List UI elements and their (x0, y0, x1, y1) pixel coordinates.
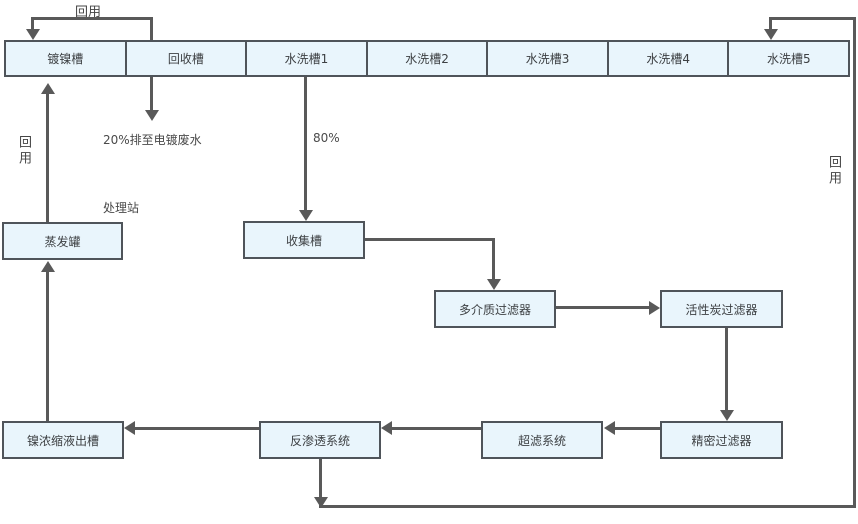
tank-wash-3: 水洗槽3 (486, 40, 609, 77)
tank-recovery: 回收槽 (124, 40, 248, 77)
node-ultrafiltration: 超滤系统 (481, 421, 603, 459)
node-activated-carbon-filter: 活性炭过滤器 (660, 290, 783, 328)
node-collection-tank: 收集槽 (243, 221, 365, 259)
reuse-right-line (853, 17, 856, 508)
tank-row: 镀镍槽 回收槽 水洗槽1 水洗槽2 水洗槽3 水洗槽4 水洗槽5 (4, 40, 851, 77)
node-precision-filter: 精密过滤器 (660, 421, 783, 459)
arrow-into-plating-bottom-icon (41, 83, 55, 94)
collection-to-multimedia-arrow-icon (487, 279, 501, 290)
carbon-to-precision-line (725, 328, 728, 411)
reuse-top-right-line (770, 17, 856, 20)
reuse-label-top: 回用 (75, 5, 102, 20)
carbon-to-precision-arrow-icon (720, 410, 734, 421)
reuse-label-left: 回用 (16, 135, 31, 167)
drain-20-label: 20%排至电镀废水 (103, 133, 202, 147)
precision-to-ultrafiltration-arrow-icon (604, 421, 615, 435)
ro-to-nickel-arrow-icon (124, 421, 135, 435)
flow-80-label: 80% (313, 131, 340, 145)
tank-plating: 镀镍槽 (4, 40, 127, 77)
nickel-to-evaporator-line (46, 272, 49, 421)
precision-to-ultrafiltration-line (615, 427, 660, 430)
reuse-bottom-line (319, 505, 856, 508)
node-nickel-concentrate-tank: 镍浓缩液出槽 (2, 421, 124, 459)
ultrafiltration-to-ro-arrow-icon (381, 421, 392, 435)
ro-down-line (319, 459, 322, 498)
wash1-to-collection-arrow-icon (299, 210, 313, 221)
arrow-into-plating-tank-icon (26, 29, 40, 40)
ro-to-nickel-line (135, 427, 259, 430)
reuse-into-wash5-arrow-icon (764, 29, 778, 40)
ultrafiltration-to-ro-line (392, 427, 481, 430)
collection-to-multimedia-line-horizontal (365, 238, 495, 241)
node-multimedia-filter: 多介质过滤器 (434, 290, 556, 328)
reuse-into-wash5-line (769, 17, 772, 30)
reuse-label-right: 回用 (826, 155, 841, 187)
node-evaporator: 蒸发罐 (2, 222, 123, 260)
reuse-top-line-horizontal (31, 17, 153, 20)
evaporator-to-plating-line (46, 94, 49, 222)
nickel-to-evaporator-arrow-icon (41, 261, 55, 272)
node-reverse-osmosis: 反渗透系统 (259, 421, 381, 459)
tank-wash-4: 水洗槽4 (606, 40, 730, 77)
reuse-top-line-left (31, 17, 34, 30)
ro-down-arrow-icon (314, 497, 328, 508)
reuse-top-line-right (150, 17, 153, 40)
recovery-drain-arrow-icon (145, 110, 159, 121)
wash1-to-collection-line (304, 77, 307, 211)
collection-to-multimedia-line-vertical (492, 238, 495, 280)
multimedia-to-carbon-arrow-icon (649, 301, 660, 315)
multimedia-to-carbon-line (556, 306, 649, 309)
tank-wash-2: 水洗槽2 (365, 40, 489, 77)
recovery-drain-line (150, 77, 153, 111)
tank-wash-5: 水洗槽5 (727, 40, 851, 77)
treatment-station-label: 处理站 (103, 201, 140, 215)
tank-wash-1: 水洗槽1 (245, 40, 368, 77)
